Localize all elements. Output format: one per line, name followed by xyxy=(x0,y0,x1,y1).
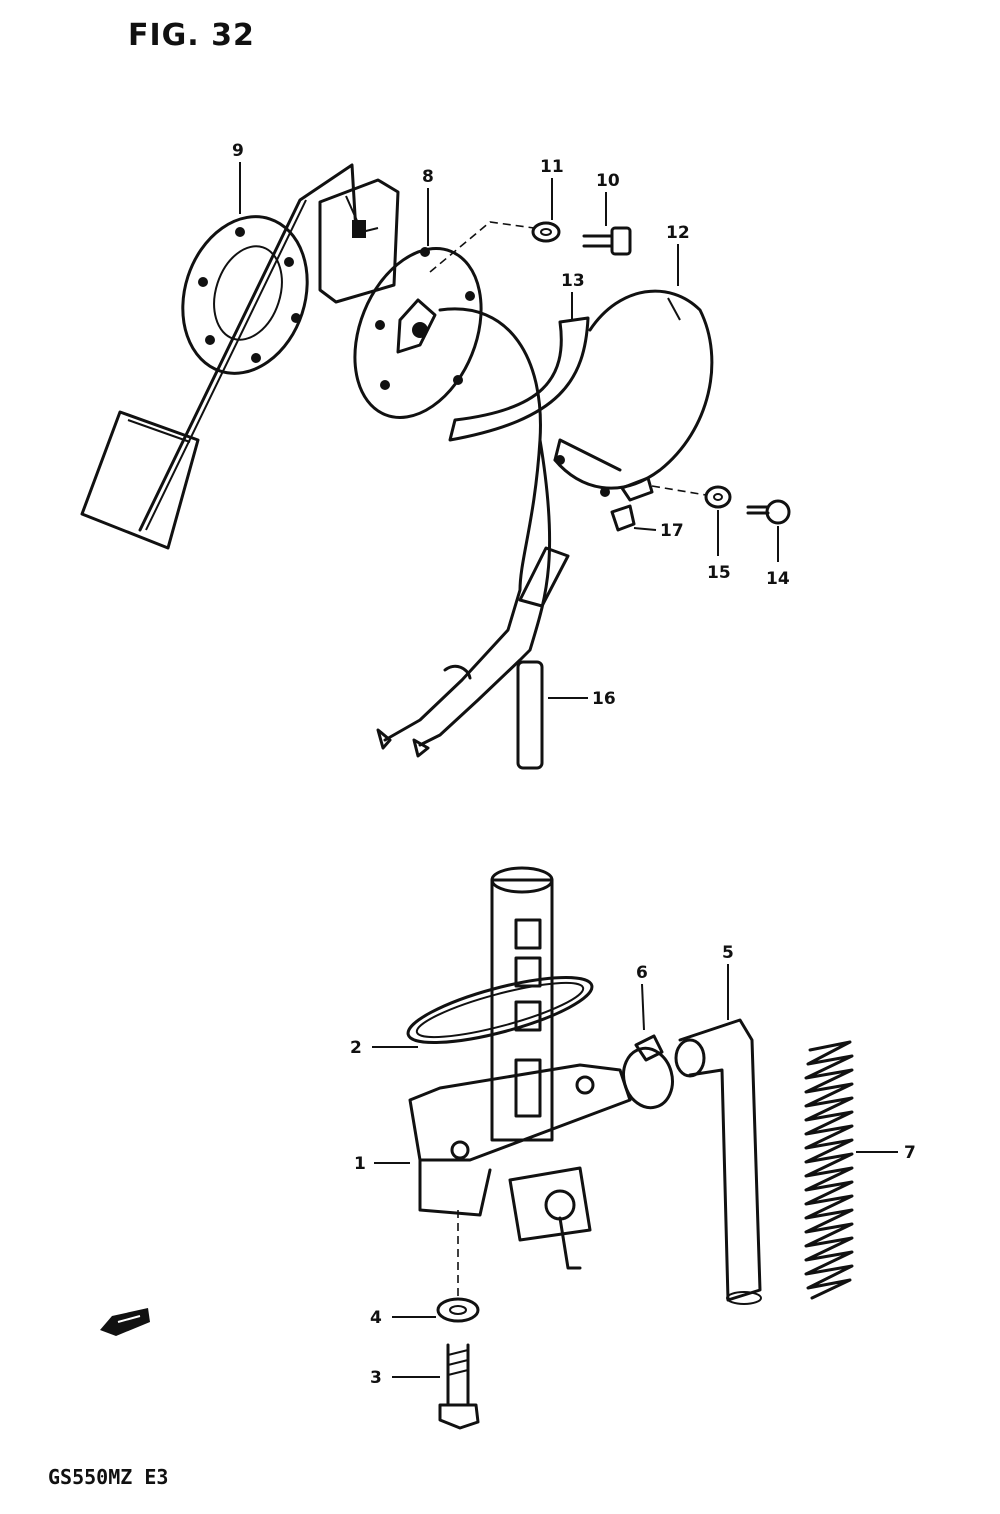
callout-1: 1 xyxy=(354,1154,366,1174)
model-code: GS550MZ E3 xyxy=(48,1465,169,1489)
callout-8: 8 xyxy=(422,167,434,187)
callout-7: 7 xyxy=(904,1143,916,1163)
sender-cover xyxy=(553,289,714,502)
fuel-cock-body xyxy=(408,866,632,1270)
wiring xyxy=(376,307,552,758)
callout-2: 2 xyxy=(350,1038,362,1058)
dash-leader-11 xyxy=(429,221,535,273)
callout-14: 14 xyxy=(766,569,790,589)
bolt-3 xyxy=(438,1343,480,1430)
dash-leader-15 xyxy=(651,485,707,496)
callout-5: 5 xyxy=(722,943,734,963)
front-arrow-icon xyxy=(100,1308,150,1336)
figure-title: FIG. 32 xyxy=(128,18,255,53)
grommet-tube-16 xyxy=(516,546,570,770)
callout-4: 4 xyxy=(370,1308,382,1328)
callout-10: 10 xyxy=(596,171,620,191)
callout-leaders xyxy=(239,162,898,1378)
sender-housing xyxy=(318,178,400,304)
callout-6: 6 xyxy=(636,963,648,983)
cover-gasket xyxy=(448,316,590,442)
callout-9: 9 xyxy=(232,141,244,161)
clip-17 xyxy=(610,504,636,532)
callout-17: 17 xyxy=(660,521,684,541)
gasket-ring xyxy=(181,215,309,375)
callout-3: 3 xyxy=(370,1368,382,1388)
callout-16: 16 xyxy=(592,689,616,709)
callout-13: 13 xyxy=(561,271,585,291)
washer-11 xyxy=(531,221,561,243)
bolt-10 xyxy=(582,226,632,256)
callout-12: 12 xyxy=(666,223,690,243)
callout-15: 15 xyxy=(707,563,731,583)
fuel-hose-5 xyxy=(674,1018,762,1305)
float xyxy=(80,410,200,550)
hose-clamp-6 xyxy=(622,1034,674,1110)
washer-15 xyxy=(704,485,732,509)
washer-4 xyxy=(436,1297,480,1323)
sender-plate xyxy=(353,247,483,419)
float-arm xyxy=(138,163,358,532)
screw-14 xyxy=(746,499,791,525)
callout-11: 11 xyxy=(540,157,564,177)
o-ring-2 xyxy=(406,976,594,1044)
spring-7 xyxy=(804,1040,854,1300)
